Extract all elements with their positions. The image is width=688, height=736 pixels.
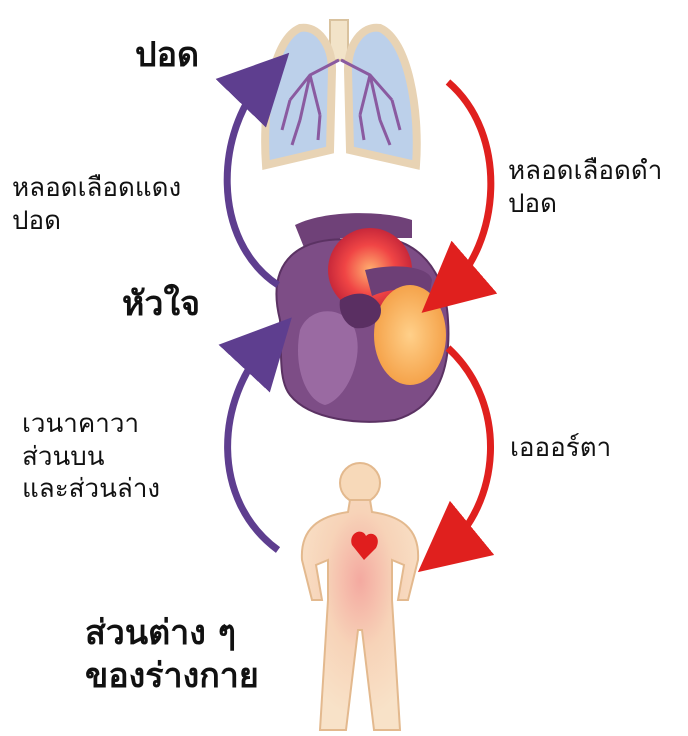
arrow-vena-cava bbox=[228, 343, 278, 550]
heart-icon bbox=[277, 213, 449, 422]
lungs-icon bbox=[265, 20, 417, 165]
label-pulmonary-artery: หลอดเลือดแดง ปอด bbox=[12, 172, 181, 237]
label-body-parts: ส่วนต่าง ๆ ของร่างกาย bbox=[85, 612, 259, 697]
label-lungs: ปอด bbox=[135, 34, 199, 77]
label-aorta: เอออร์ตา bbox=[510, 432, 611, 465]
label-vena-cava: เวนาคาวา ส่วนบน และส่วนล่าง bbox=[22, 408, 160, 506]
arrow-aorta bbox=[445, 348, 491, 550]
human-body-icon bbox=[302, 463, 418, 730]
label-pulmonary-vein: หลอดเลือดดำ ปอด bbox=[508, 155, 662, 220]
label-heart: หัวใจ bbox=[122, 283, 200, 326]
arrow-pulmonary-vein bbox=[448, 82, 491, 290]
